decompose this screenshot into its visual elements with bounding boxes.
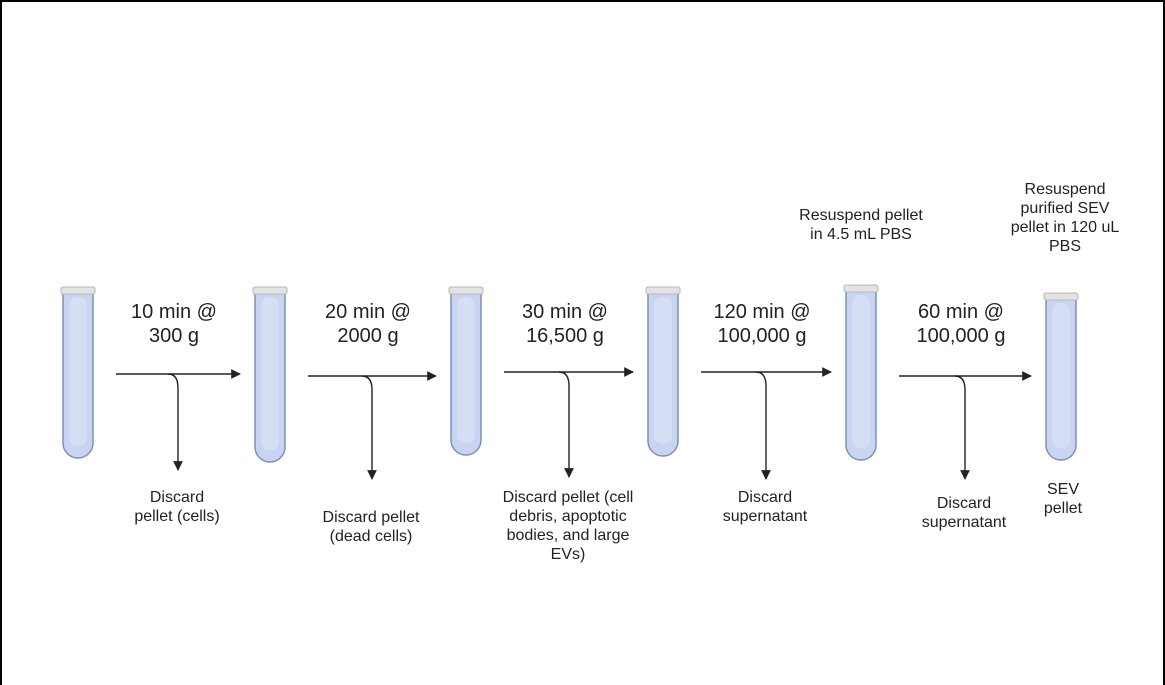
tube-cap	[448, 286, 484, 295]
step-4-speed-label-line: 120 min @	[713, 301, 810, 323]
tube-1	[60, 286, 96, 459]
tube-highlight	[852, 295, 870, 448]
resuspend-note-1-line: in 4.5 mL PBS	[810, 226, 912, 243]
step-4-speed-label-line: 100,000 g	[718, 325, 807, 347]
step-3-speed-label-line: 30 min @	[522, 301, 608, 323]
tube-cap	[60, 286, 96, 295]
step-2-speed-label-line: 20 min @	[325, 301, 411, 323]
step-1-discard-label: Discard pellet (cells)	[134, 489, 219, 525]
step-4-discard-label-line: Discard	[738, 489, 792, 506]
tube-highlight	[1052, 303, 1070, 448]
step-3-speed-label: 30 min @16,500 g	[522, 301, 608, 347]
resuspend-note-2-line: PBS	[1049, 238, 1081, 255]
step-3-discard-arrow	[558, 371, 574, 478]
step-3-discard-label-line: debris, apoptotic	[509, 508, 626, 525]
resuspend-note-2-line: Resuspend	[1025, 181, 1106, 198]
step-5-discard-label-line: supernatant	[922, 514, 1007, 531]
step-2-discard-label: Discard pellet (dead cells)	[323, 509, 420, 545]
tube-cap	[843, 284, 879, 293]
step-3-discard-label-line: Discard pellet (cell	[503, 489, 634, 506]
step-2-speed-label-line: 2000 g	[337, 325, 398, 347]
tube-6	[1043, 292, 1079, 461]
step-1-speed-label-line: 10 min @	[131, 301, 217, 323]
step-3-discard-label-line: bodies, and large	[507, 527, 630, 544]
step-1-speed-label: 10 min @300 g	[131, 301, 217, 347]
tube-4	[645, 286, 681, 457]
step-5-discard-label: Discard supernatant	[922, 495, 1007, 531]
step-1-discard-arrow	[167, 373, 183, 471]
tube-highlight	[261, 297, 279, 450]
process-arrows	[116, 367, 1032, 480]
step-3-speed-label-line: 16,500 g	[526, 325, 604, 347]
step-2-discard-label-line: Discard pellet	[323, 509, 420, 526]
step-1-speed-label-line: 300 g	[149, 325, 199, 347]
step-5-discard-label-line: Discard	[937, 495, 991, 512]
tube-highlight	[654, 297, 672, 444]
step-5-speed-label-line: 100,000 g	[917, 325, 1006, 347]
step-3-discard-label-line: EVs)	[551, 546, 586, 563]
tube-cap	[252, 286, 288, 295]
labels: 10 min @300 g Discard pellet (cells) 20 min…	[131, 181, 1119, 563]
step-1-discard-label-line: Discard	[150, 489, 204, 506]
tube-cap	[1043, 292, 1079, 301]
step-2-discard-label-line: (dead cells)	[330, 528, 413, 545]
step-4-speed-label: 120 min @100,000 g	[713, 301, 810, 347]
tube-2	[252, 286, 288, 463]
tube-5	[843, 284, 879, 461]
step-4-discard-arrow	[755, 371, 771, 480]
tube-highlight	[457, 297, 475, 443]
step-1-discard-label-line: pellet (cells)	[134, 508, 219, 525]
tube-highlight	[69, 297, 87, 446]
final-sev-pellet-label-line: SEV	[1047, 481, 1079, 498]
step-5-speed-label-line: 60 min @	[918, 301, 1004, 323]
step-2-speed-label: 20 min @2000 g	[325, 301, 411, 347]
resuspend-note-2-line: purified SEV	[1021, 200, 1110, 217]
resuspend-note-2-line: pellet in 120 uL	[1011, 219, 1120, 236]
step-5-speed-label: 60 min @100,000 g	[917, 301, 1006, 347]
tubes	[60, 284, 1079, 463]
step-5-discard-arrow	[954, 375, 970, 480]
step-4-discard-label-line: supernatant	[723, 508, 808, 525]
step-4-discard-label: Discard supernatant	[723, 489, 808, 525]
resuspend-note-1: Resuspend pellet in 4.5 mL PBS	[799, 207, 923, 243]
tube-cap	[645, 286, 681, 295]
step-2-discard-arrow	[361, 375, 377, 480]
final-sev-pellet-label: SEV pellet	[1044, 481, 1083, 517]
final-sev-pellet-label-line: pellet	[1044, 500, 1083, 517]
resuspend-note-1-line: Resuspend pellet	[799, 207, 923, 224]
tube-3	[448, 286, 484, 456]
resuspend-note-2: Resuspend purified SEV pellet in 120 uL PBS	[1011, 181, 1120, 255]
step-3-discard-label: Discard pellet (cell debris, apoptotic bod…	[503, 489, 634, 563]
